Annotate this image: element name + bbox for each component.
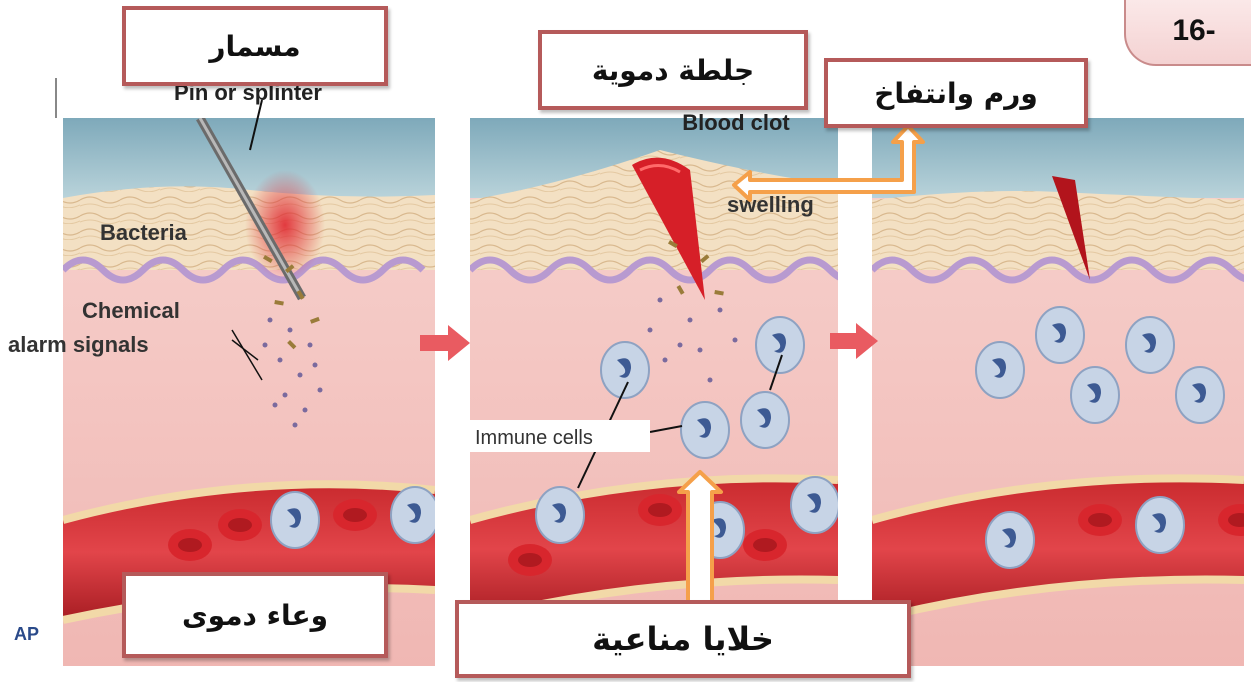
label-immune-cells: Immune cells <box>475 427 593 449</box>
label-chemical-line1: Chemical <box>82 298 180 323</box>
label-immune-cells-box: خلايا مناعية <box>455 600 911 678</box>
label-blood-clot-box: جلطة دموية <box>538 30 808 110</box>
label-swelling-ar: ورم وانتفاخ <box>874 77 1038 110</box>
question-number: 16- <box>1172 14 1215 48</box>
label-vessel: وعاء دموى <box>182 599 328 632</box>
label-bacteria: Bacteria <box>100 220 188 245</box>
label-vessel-box: وعاء دموى <box>122 572 388 658</box>
label-blood-clot: Blood clot <box>682 110 790 135</box>
label-swelling-box: ورم وانتفاخ <box>824 58 1088 128</box>
question-number-tab: 16- <box>1124 0 1251 66</box>
panel-3 <box>872 118 1251 666</box>
label-chemical-line2: alarm signals <box>8 332 149 357</box>
label-nail: مسمار <box>209 30 300 63</box>
label-immune-cells-ar: خلايا مناعية <box>592 620 774 658</box>
label-corner: AP <box>14 624 39 644</box>
label-nail-box: مسمار <box>122 6 388 86</box>
label-blood-clot-ar: جلطة دموية <box>592 54 754 87</box>
label-swelling: swelling <box>727 192 814 217</box>
